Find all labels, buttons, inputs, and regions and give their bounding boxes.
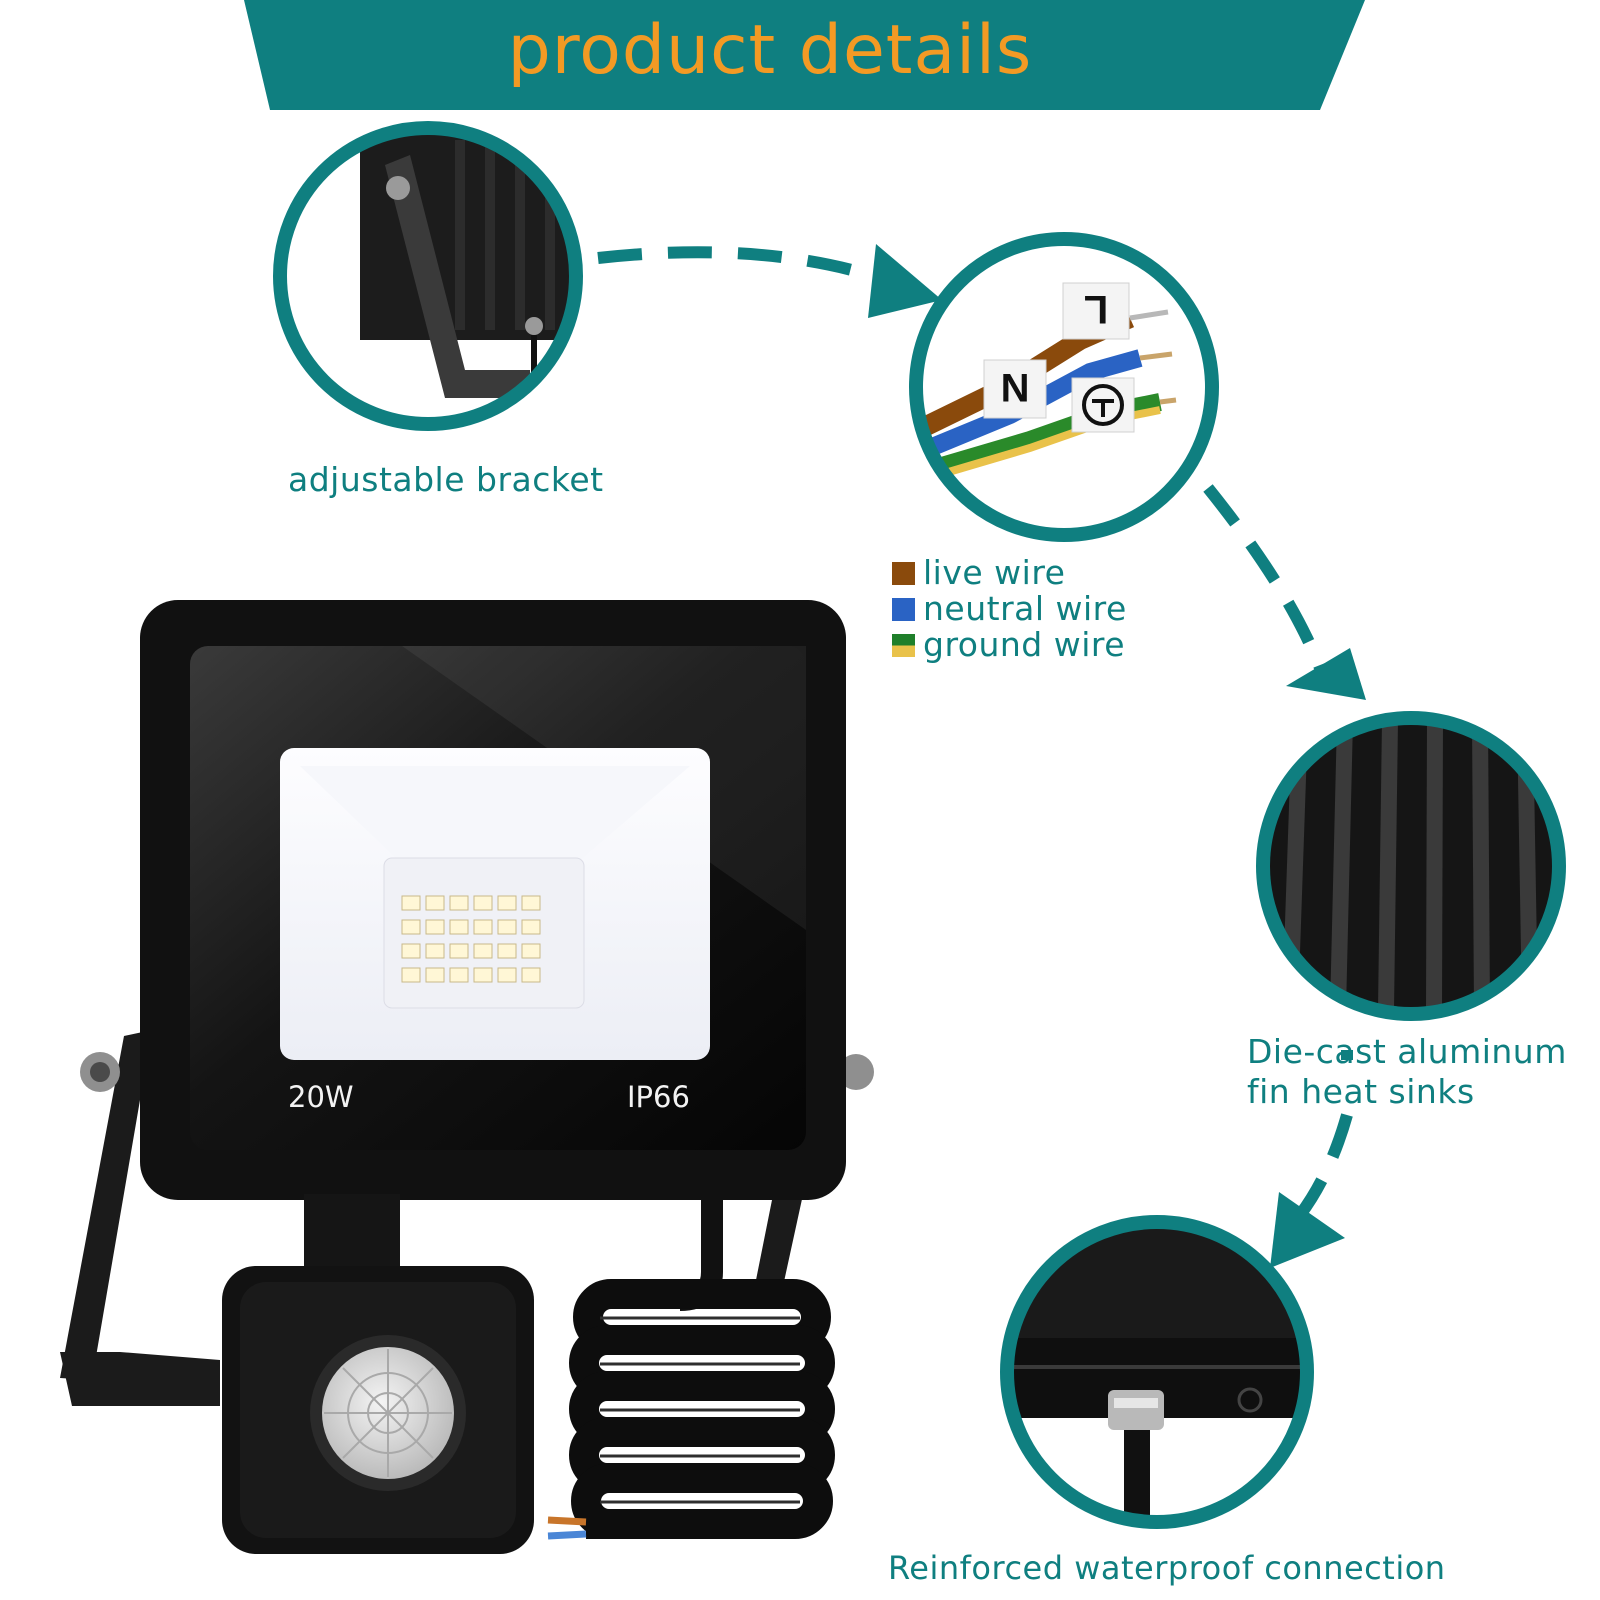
connection-label: Reinforced waterproof connection bbox=[888, 1549, 1446, 1587]
ground-symbol-icon bbox=[1082, 384, 1124, 426]
heat-sink-callout bbox=[1256, 711, 1566, 1021]
header-banner bbox=[244, 0, 1365, 110]
heat-sink-label-line1: Die-cast aluminum bbox=[1247, 1032, 1567, 1071]
led-chip bbox=[521, 943, 541, 959]
legend-label: neutral wire bbox=[923, 589, 1127, 628]
led-chip bbox=[425, 919, 445, 935]
led-chip bbox=[473, 919, 493, 935]
bracket-callout bbox=[273, 121, 583, 431]
led-chip bbox=[401, 943, 421, 959]
heat-sink-label: Die-cast aluminum fin heat sinks bbox=[1247, 1032, 1587, 1112]
page-title: product details bbox=[507, 11, 1033, 90]
legend-item-live: live wire bbox=[892, 555, 1127, 591]
led-chip bbox=[473, 967, 493, 983]
ground-wire-swatch bbox=[892, 633, 915, 657]
led-chip bbox=[521, 919, 541, 935]
led-chip bbox=[497, 943, 517, 959]
neutral-wire-swatch bbox=[892, 597, 915, 621]
led-chip bbox=[473, 895, 493, 911]
legend-item-ground: ground wire bbox=[892, 627, 1127, 663]
wiring-callout: L N bbox=[909, 232, 1219, 542]
connection-callout bbox=[1000, 1215, 1314, 1529]
bracket-label: adjustable bracket bbox=[288, 460, 604, 499]
led-chip bbox=[521, 967, 541, 983]
live-wire-swatch bbox=[892, 561, 915, 585]
led-chip bbox=[449, 943, 469, 959]
ip-rating-badge: IP66 bbox=[627, 1080, 690, 1114]
led-chip bbox=[497, 895, 517, 911]
arrowhead-icons bbox=[868, 244, 1366, 1268]
led-array bbox=[401, 895, 541, 983]
led-chip bbox=[449, 967, 469, 983]
floodlight-product bbox=[60, 600, 874, 1554]
power-badge: 20W bbox=[288, 1080, 354, 1114]
led-chip bbox=[497, 919, 517, 935]
led-chip bbox=[449, 895, 469, 911]
pir-sensor-icon bbox=[310, 1335, 466, 1491]
led-chip bbox=[425, 943, 445, 959]
legend-item-neutral: neutral wire bbox=[892, 591, 1127, 627]
led-chip bbox=[401, 967, 421, 983]
led-chip bbox=[425, 895, 445, 911]
led-chip bbox=[497, 967, 517, 983]
terminal-label-l: L bbox=[1084, 287, 1108, 331]
wire-legend: live wire neutral wire ground wire bbox=[892, 555, 1127, 663]
led-chip bbox=[401, 919, 421, 935]
led-chip bbox=[425, 967, 445, 983]
heat-sink-label-line2: fin heat sinks bbox=[1247, 1072, 1475, 1111]
legend-label: live wire bbox=[923, 553, 1066, 592]
led-chip bbox=[449, 919, 469, 935]
dashed-arrow-icon bbox=[597, 246, 1353, 1219]
led-chip bbox=[473, 943, 493, 959]
led-chip bbox=[401, 895, 421, 911]
terminal-label-n: N bbox=[1001, 365, 1030, 409]
led-chip bbox=[521, 895, 541, 911]
legend-label: ground wire bbox=[923, 625, 1126, 664]
